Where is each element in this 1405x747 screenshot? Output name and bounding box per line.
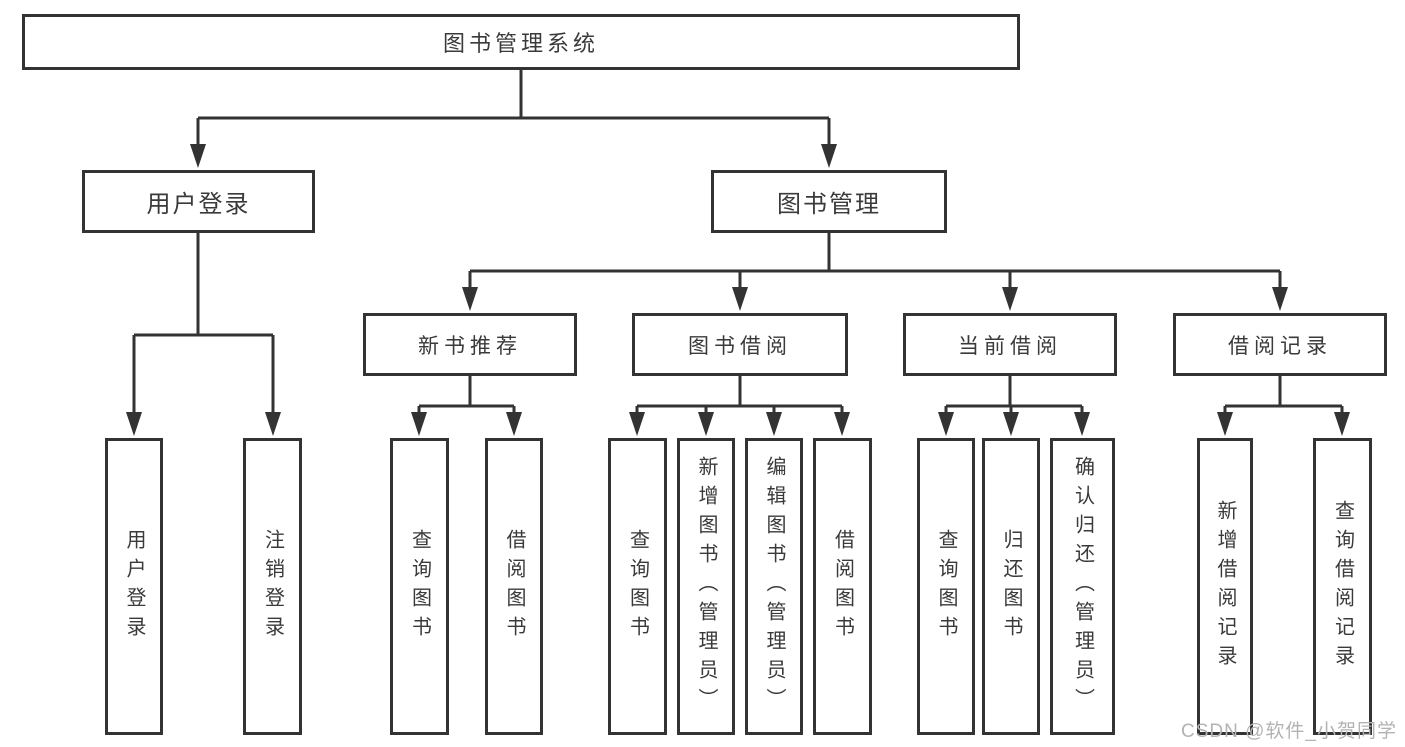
- arrowhead-icon: [1272, 287, 1288, 311]
- node-label: 注销登录: [261, 528, 284, 645]
- node-new-book-recommendation: 新书推荐: [363, 313, 577, 376]
- node-label: 查询图书: [408, 528, 431, 645]
- node-library-management-system: 图书管理系统: [22, 14, 1020, 70]
- node-label: 当前借阅: [958, 334, 1062, 358]
- node-label: 归还图书: [1000, 528, 1022, 645]
- node-label: 查询图书: [935, 528, 957, 645]
- arrowhead-icon: [506, 412, 522, 436]
- leaf-query-books-borrowing: 查询图书: [608, 438, 667, 735]
- node-label: 用户登录: [146, 191, 251, 218]
- arrowhead-icon: [732, 287, 748, 311]
- arrowhead-icon: [834, 412, 850, 436]
- node-book-management: 图书管理: [711, 170, 947, 233]
- node-label: 图书管理: [777, 191, 881, 218]
- arrowhead-icon: [938, 412, 954, 436]
- leaf-logout: 注销登录: [243, 438, 302, 735]
- leaf-return-book: 归还图书: [982, 438, 1040, 735]
- leaf-query-borrow-record: 查询借阅记录: [1313, 438, 1372, 735]
- leaf-query-books-recommend: 查询图书: [390, 438, 449, 735]
- arrowhead-icon: [629, 412, 645, 436]
- arrowhead-icon: [190, 144, 206, 168]
- node-label: 查询图书: [626, 528, 649, 645]
- leaf-borrow-books-borrowing: 借阅图书: [813, 438, 872, 735]
- node-label: 确认归还（管理员）: [1071, 456, 1094, 717]
- arrowhead-icon: [698, 412, 714, 436]
- arrowhead-icon: [126, 412, 142, 436]
- arrowhead-icon: [462, 287, 478, 311]
- leaf-query-books-current: 查询图书: [917, 438, 975, 735]
- node-book-borrowing: 图书借阅: [632, 313, 848, 376]
- node-borrowing-records: 借阅记录: [1173, 313, 1387, 376]
- node-label: 新增借阅记录: [1214, 499, 1236, 674]
- node-label: 图书借阅: [688, 334, 792, 358]
- arrowhead-icon: [1002, 287, 1018, 311]
- arrowhead-icon: [1074, 412, 1090, 436]
- node-label: 图书管理系统: [442, 31, 599, 56]
- node-label: 用户登录: [123, 528, 145, 645]
- arrowhead-icon: [821, 144, 837, 168]
- node-user-login: 用户登录: [82, 170, 315, 233]
- node-label: 借阅记录: [1228, 334, 1332, 358]
- arrowhead-icon: [1217, 412, 1233, 436]
- node-label: 借阅图书: [503, 528, 525, 645]
- node-label: 新增图书（管理员）: [695, 456, 717, 717]
- node-current-borrowing: 当前借阅: [903, 313, 1117, 376]
- node-label: 借阅图书: [831, 528, 854, 645]
- arrowhead-icon: [1003, 412, 1019, 436]
- node-label: 新书推荐: [418, 334, 522, 358]
- leaf-edit-book-admin: 编辑图书（管理员）: [745, 438, 803, 735]
- node-label: 编辑图书（管理员）: [763, 456, 785, 717]
- leaf-user-login: 用户登录: [105, 438, 163, 735]
- arrowhead-icon: [1334, 412, 1350, 436]
- leaf-borrow-books-recommend: 借阅图书: [485, 438, 543, 735]
- leaf-add-borrow-record: 新增借阅记录: [1197, 438, 1253, 735]
- leaf-confirm-return-admin: 确认归还（管理员）: [1050, 438, 1115, 735]
- leaf-add-book-admin: 新增图书（管理员）: [677, 438, 735, 735]
- node-label: 查询借阅记录: [1331, 499, 1354, 674]
- arrowhead-icon: [411, 412, 427, 436]
- arrowhead-icon: [265, 412, 281, 436]
- arrowhead-icon: [766, 412, 782, 436]
